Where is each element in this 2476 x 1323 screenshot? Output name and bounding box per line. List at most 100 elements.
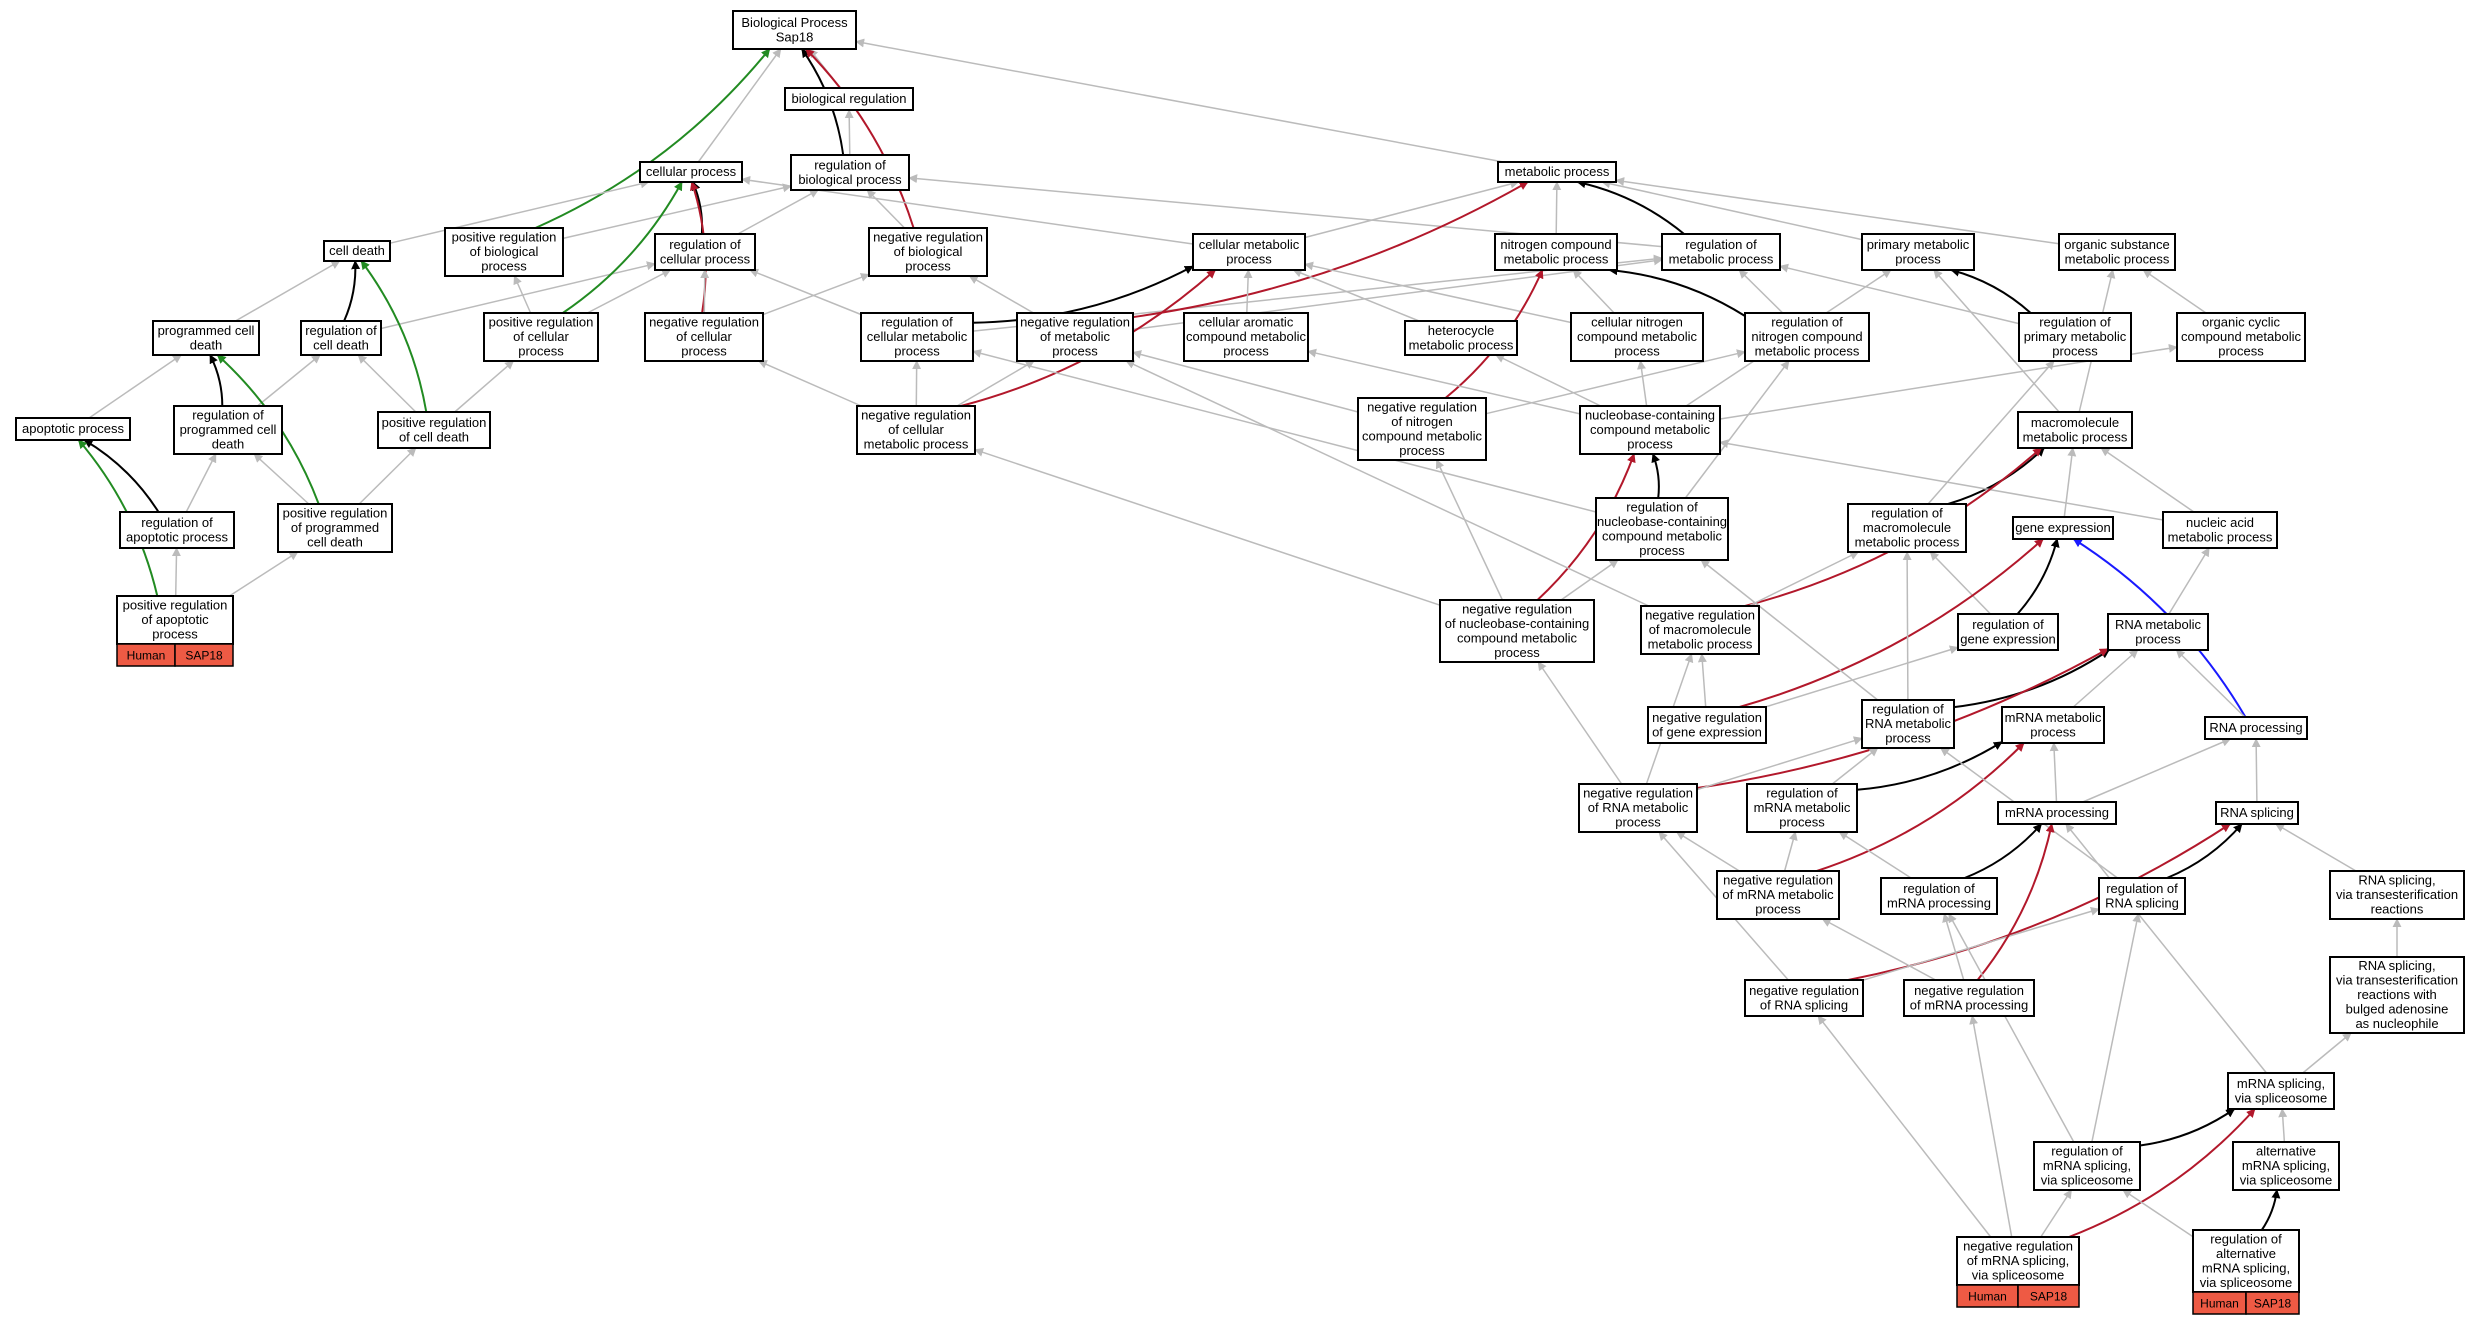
node-box	[654, 233, 756, 271]
node-label-line: biological regulation	[792, 91, 907, 106]
annotation-tag-box	[174, 643, 234, 667]
node-label-line: of nitrogen	[1391, 414, 1452, 429]
node-box	[1716, 870, 1840, 920]
node-ap[interactable]: apoptotic process	[15, 417, 131, 441]
node-label-line: compound metabolic	[1602, 528, 1722, 543]
node-box	[1595, 497, 1729, 561]
node-cp[interactable]: cellular process	[639, 161, 743, 183]
edge-pmp-to-mp	[1601, 179, 1863, 241]
node-label-line: nucleic acid	[2186, 515, 2254, 530]
node-label-line: metabolic process	[1504, 251, 1609, 266]
node-regnbcmp[interactable]: regulation ofnucleobase-containingcompou…	[1595, 497, 1729, 561]
edge-ap-to-pcd	[88, 354, 182, 419]
node-box	[639, 161, 743, 183]
node-label-line: via spliceosome	[2200, 1275, 2293, 1290]
node-mrnaproc[interactable]: mRNA processing	[1997, 801, 2117, 825]
edge-negregmp-to-negregbp	[968, 275, 1034, 314]
node-label-line: cellular process	[660, 251, 751, 266]
node-label-line: negative regulation	[1367, 399, 1477, 414]
edge-negregmrnaproc-to-mrnaproc	[1976, 823, 2055, 981]
node-rnasplictr[interactable]: RNA splicing,via transesterificationreac…	[2329, 870, 2465, 920]
node-label-line: mRNA metabolic	[1754, 800, 1851, 815]
node-box	[1183, 312, 1309, 362]
node-label-line: compound metabolic	[1577, 329, 1697, 344]
node-label-line: process	[1755, 902, 1801, 917]
node-breg[interactable]: biological regulation	[784, 87, 914, 111]
node-label-line: regulation of	[305, 323, 377, 338]
node-mrnasplicsp[interactable]: mRNA splicing,via spliceosome	[2227, 1072, 2335, 1110]
node-label-line: metabolic process	[1855, 535, 1960, 550]
node-box	[644, 312, 764, 362]
node-mp[interactable]: metabolic process	[1497, 161, 1617, 183]
node-rnaproc[interactable]: RNA processing	[2204, 716, 2308, 740]
edge-negregge-to-regge	[1765, 645, 1959, 708]
node-label-line: negative regulation	[1749, 983, 1859, 998]
node-celldeath[interactable]: cell death	[323, 240, 391, 262]
edge-negregmrnasplicsp-to-mrnasplicsp	[2068, 1108, 2256, 1238]
node-box	[483, 312, 599, 362]
node-label-line: metabolic process	[1669, 251, 1774, 266]
node-label-line: of gene expression	[1652, 724, 1762, 739]
node-label-line: gene expression	[1960, 631, 2055, 646]
node-rnasplic[interactable]: RNA splicing	[2215, 801, 2299, 825]
node-box	[173, 405, 283, 455]
node-label-line: death	[212, 437, 245, 452]
node-ge[interactable]: gene expression	[2012, 516, 2114, 540]
node-rnasplictrbulge[interactable]: RNA splicing,via transesterificationreac…	[2329, 956, 2465, 1034]
edge-regmrnamp-to-regrnamp	[1831, 747, 1879, 785]
node-box	[152, 320, 260, 356]
